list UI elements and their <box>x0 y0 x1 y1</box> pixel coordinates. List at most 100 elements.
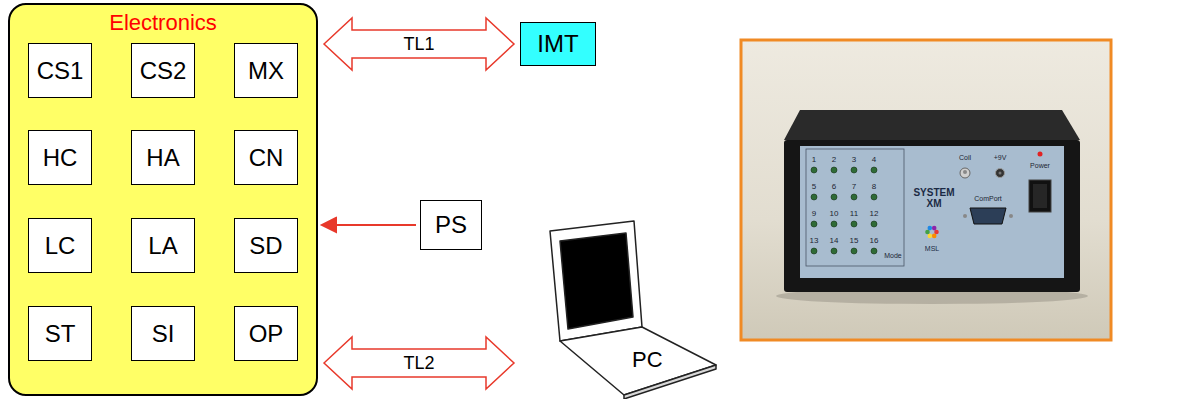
panel-label: 11 <box>850 210 858 219</box>
panel-label: +9V <box>994 154 1007 162</box>
module-label: HC <box>43 144 78 172</box>
module-box: LA <box>131 218 195 273</box>
panel-label: 2 <box>832 156 836 165</box>
module-box: ST <box>28 306 92 361</box>
panel-label-anchor: 7 <box>852 183 856 192</box>
laptop-screen <box>560 233 633 329</box>
module-label: MX <box>248 57 284 85</box>
mode-led <box>851 248 857 254</box>
switch-rocker <box>1033 184 1047 208</box>
laptop-lid <box>550 221 642 341</box>
mode-led <box>831 248 837 254</box>
module-box: SD <box>234 218 298 273</box>
module-box: OP <box>234 306 298 361</box>
logo-dot <box>928 234 933 239</box>
panel-label-anchor: 14 <box>830 237 839 246</box>
mode-led <box>871 221 877 227</box>
laptop-base <box>560 327 716 395</box>
panel-label-anchor: 1 <box>812 156 816 165</box>
module-label: CN <box>249 144 284 172</box>
module-label: LA <box>148 232 177 260</box>
module-label: SD <box>249 232 282 260</box>
module-label: CS2 <box>140 57 187 85</box>
panel-label-anchor: Mode <box>884 252 902 260</box>
panel-label: 13 <box>810 237 819 246</box>
mode-led <box>811 221 817 227</box>
module-label: IMT <box>537 30 578 58</box>
module-label: PS <box>435 211 467 239</box>
double-arrow <box>324 18 514 70</box>
panel-label-anchor: ComPort <box>974 195 1002 203</box>
toggle-switch <box>960 168 970 178</box>
panel-label: 5 <box>812 183 816 192</box>
module-label: CS1 <box>37 57 84 85</box>
module-box: PS <box>420 200 482 250</box>
power-led <box>1038 152 1043 157</box>
panel-label: 15 <box>850 237 859 246</box>
mode-led <box>851 167 857 173</box>
module-box: HA <box>131 130 195 185</box>
jack-pin <box>999 172 1002 175</box>
panel-label-anchor: 12 <box>870 210 879 219</box>
panel-label-anchor: 16 <box>870 237 879 246</box>
logo-dot <box>932 226 937 231</box>
panel-label: 1 <box>812 156 816 165</box>
connector-screw <box>1009 214 1013 218</box>
device-top <box>784 110 1080 140</box>
panel-label-anchor: 4 <box>872 156 876 165</box>
panel-label: 7 <box>852 183 856 192</box>
link-label-anchor: TL2 <box>401 353 436 373</box>
panel-label-anchor: 13 <box>810 237 819 246</box>
panel-label-anchor: 3 <box>852 156 856 165</box>
panel-label: 9 <box>812 210 816 219</box>
module-box: CN <box>234 130 298 185</box>
panel-label: Coil <box>959 154 971 162</box>
module-label: SI <box>152 320 175 348</box>
logo-dot <box>925 230 930 235</box>
mode-led <box>851 221 857 227</box>
panel-label-anchor: 9 <box>812 210 816 219</box>
mode-led <box>871 167 877 173</box>
db9-connector <box>970 208 1006 224</box>
panel-label-anchor: 2 <box>832 156 836 165</box>
power-switch <box>1029 180 1051 212</box>
module-box: CS1 <box>28 43 92 98</box>
panel-label: 3 <box>852 156 856 165</box>
mode-led <box>811 167 817 173</box>
group-heading: Electronics <box>10 5 316 36</box>
link-label-anchor: TL1 <box>401 34 436 54</box>
module-box: IMT <box>520 22 596 66</box>
panel-label-anchor: 6 <box>832 183 836 192</box>
photo-frame <box>741 40 1111 340</box>
panel-label-anchor: Power <box>1030 162 1050 170</box>
panel-label-anchor: 15 <box>850 237 859 246</box>
panel-label-anchor: 11 <box>850 210 858 219</box>
mode-led <box>851 194 857 200</box>
module-box: CS2 <box>131 43 195 98</box>
mode-led <box>811 194 817 200</box>
module-label: LC <box>45 232 76 260</box>
logo-dot <box>934 230 939 235</box>
panel-label-anchor: SYSTEM XM <box>908 187 960 209</box>
module-box: HC <box>28 130 92 185</box>
connector-screw <box>963 214 967 218</box>
mode-led <box>831 167 837 173</box>
mode-led <box>831 194 837 200</box>
toggle-lever <box>963 170 967 174</box>
module-box: LC <box>28 218 92 273</box>
panel-label: 8 <box>872 183 876 192</box>
panel-label: 16 <box>870 237 879 246</box>
link-label: TL2 <box>401 353 436 373</box>
power-jack <box>996 169 1005 178</box>
panel-label: 10 <box>830 210 839 219</box>
panel-label: ComPort <box>974 195 1002 203</box>
panel-label: 14 <box>830 237 839 246</box>
group-box: ElectronicsCS1 CS2 MX HC HA CN LC LA SD ST SI OP <box>8 3 318 396</box>
power-arrow <box>322 218 416 232</box>
module-label: HA <box>146 144 179 172</box>
panel-label: SYSTEM XM <box>908 187 960 209</box>
module-label: ST <box>45 320 76 348</box>
mode-led <box>831 221 837 227</box>
mode-led <box>871 248 877 254</box>
panel-label-anchor: 5 <box>812 183 816 192</box>
